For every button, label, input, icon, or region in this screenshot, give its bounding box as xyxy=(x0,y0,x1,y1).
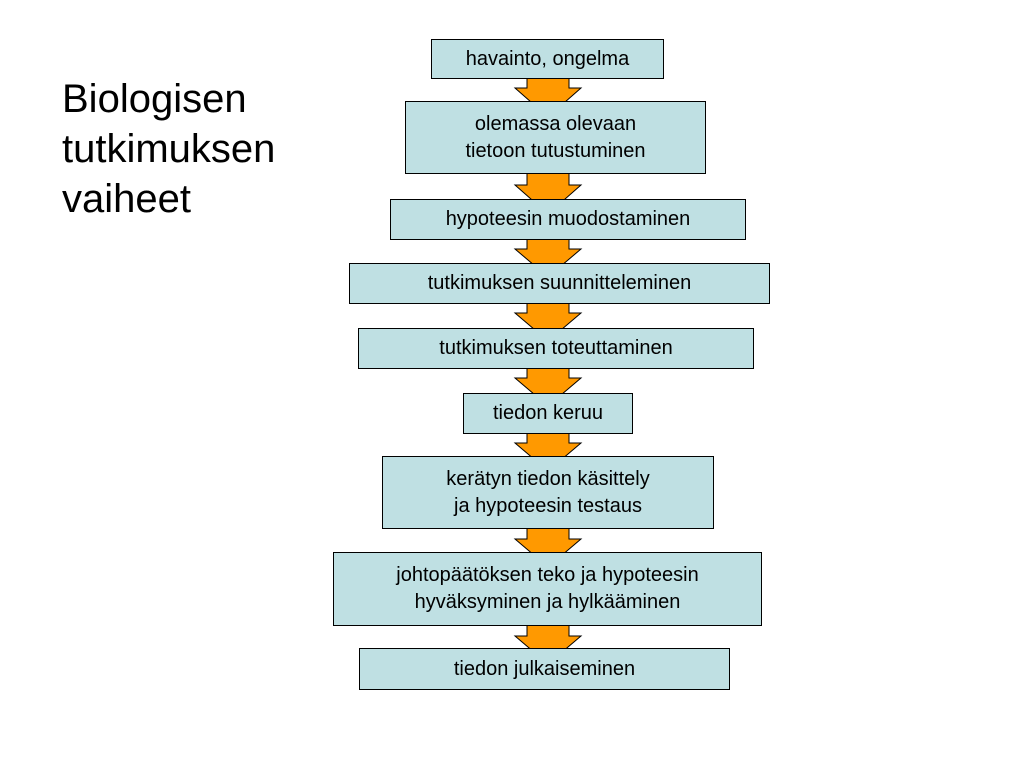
step-data-processing: kerätyn tiedon käsittely ja hypoteesin t… xyxy=(382,456,714,529)
slide-title: Biologisen tutkimuksen vaiheet xyxy=(62,77,276,221)
step-hypothesis-formation: hypoteesin muodostaminen xyxy=(390,199,746,240)
step-publication: tiedon julkaiseminen xyxy=(359,648,730,690)
step-research-execution: tutkimuksen toteuttaminen xyxy=(358,328,754,369)
step-data-collection: tiedon keruu xyxy=(463,393,633,434)
step-research-planning: tutkimuksen suunnitteleminen xyxy=(349,263,770,304)
step-existing-knowledge: olemassa olevaan tietoon tutustuminen xyxy=(405,101,706,174)
step-observation-problem: havainto, ongelma xyxy=(431,39,664,79)
step-conclusion: johtopäätöksen teko ja hypoteesin hyväks… xyxy=(333,552,762,626)
